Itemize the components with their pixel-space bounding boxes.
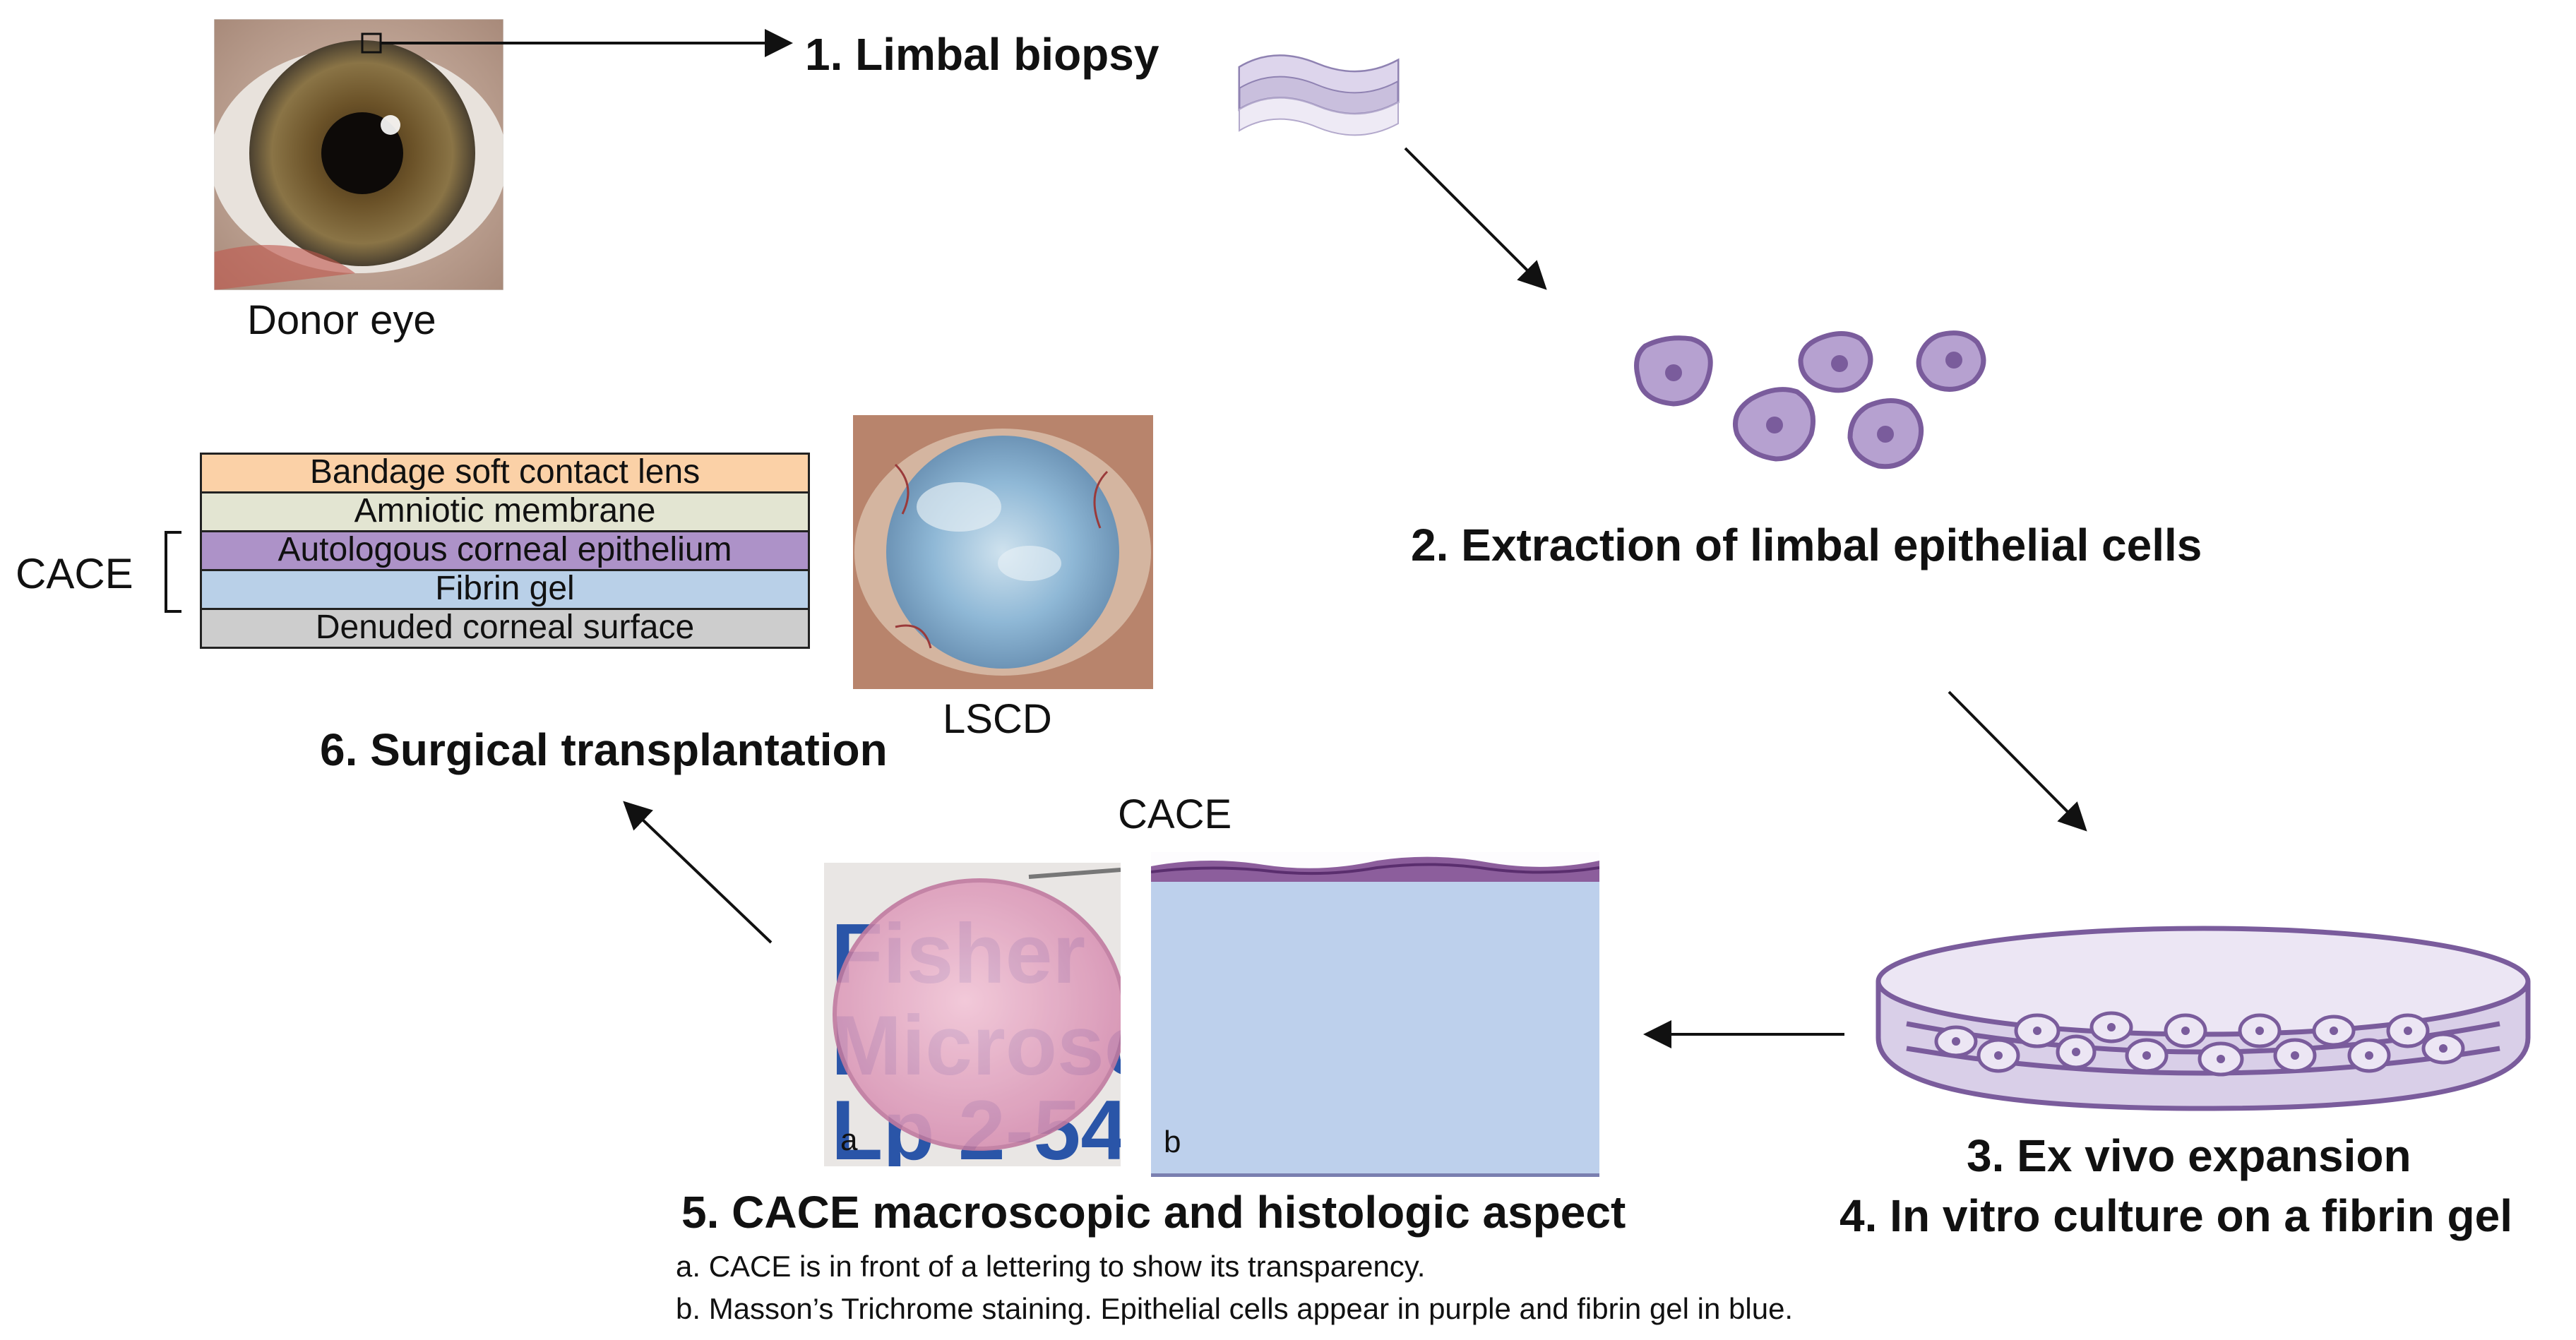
panel-a-letter: a: [840, 1123, 858, 1157]
culture-dish-illustration: [1876, 926, 2531, 1111]
step-1-label: 1. Limbal biopsy: [805, 29, 1159, 80]
biopsy-site-marker: [361, 32, 382, 54]
arrow-to-step-2: [1404, 147, 1547, 290]
donor-eye-photo: [214, 19, 503, 290]
step-5-label: 5. CACE macroscopic and histologic aspec…: [681, 1187, 1626, 1238]
step-6-label: 6. Surgical transplantation: [320, 724, 888, 775]
cace-histology-photo: [1151, 852, 1599, 1177]
cell-nuclei: [1665, 352, 1962, 443]
step-3-label: 3. Ex vivo expansion: [1967, 1130, 2411, 1181]
layer-0: Bandage soft contact lens: [200, 453, 810, 493]
cace-photo-title: CACE: [1118, 791, 1232, 837]
cace-macroscopic-photo: Fisher Microsc Lp 2-54: [824, 863, 1121, 1166]
cace-bracket: [165, 531, 181, 613]
arrow-to-step-6: [623, 801, 773, 944]
caption-a: a. CACE is in front of a lettering to sh…: [676, 1250, 1426, 1283]
lscd-eye-photo: [853, 415, 1153, 689]
cace-stack-label: CACE: [16, 550, 133, 597]
step-2-label: 2. Extraction of limbal epithelial cells: [1411, 520, 2202, 570]
limbal-cells-illustration: [1634, 330, 1986, 469]
biopsy-tissue-icon: [1238, 54, 1400, 136]
arrow-to-step-3: [1948, 690, 2087, 832]
layer-4: Denuded corneal surface: [200, 608, 810, 649]
dish-cells: [1934, 1011, 2465, 1077]
step-4-label: 4. In vitro culture on a fibrin gel: [1839, 1190, 2512, 1241]
caption-b: b. Masson’s Trichrome staining. Epitheli…: [676, 1292, 1794, 1325]
lscd-label: LSCD: [943, 696, 1052, 742]
donor-eye-label: Donor eye: [247, 297, 436, 343]
panel-b-letter: b: [1164, 1125, 1181, 1159]
